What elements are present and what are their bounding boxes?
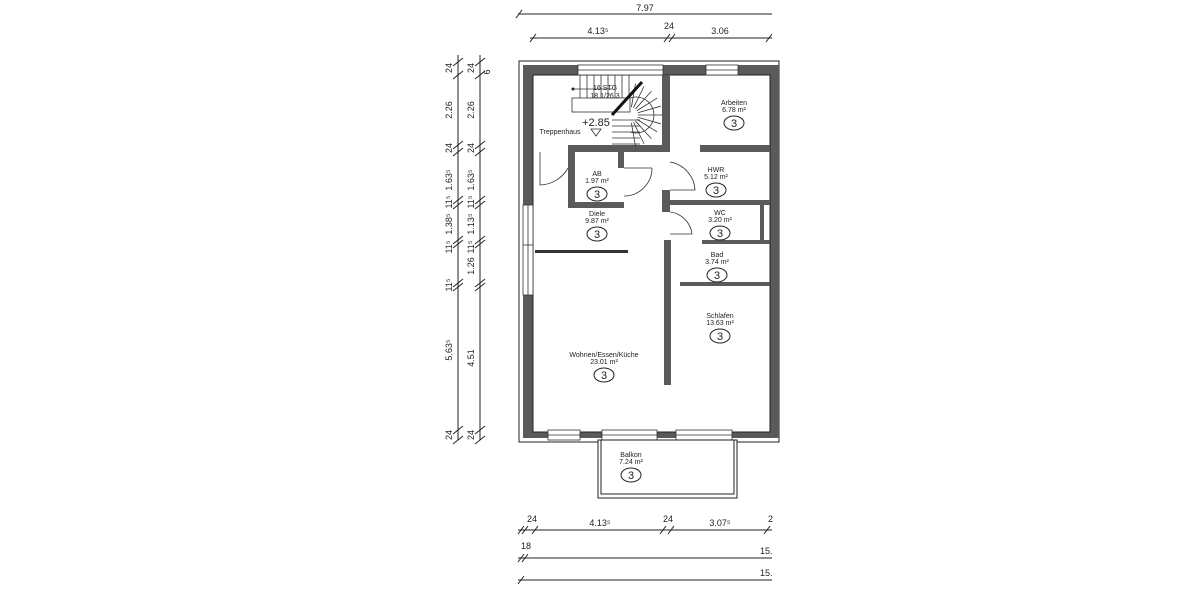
room-tag-oval bbox=[593, 367, 615, 383]
stair-steps: 16 STG bbox=[593, 85, 617, 92]
room-area: 7.24 m² bbox=[619, 459, 643, 466]
room-name: Bad bbox=[711, 252, 724, 259]
room-tag: 3 bbox=[601, 370, 607, 382]
room-tag-oval bbox=[705, 182, 727, 198]
room-area: 6.78 m² bbox=[722, 107, 746, 114]
dim-left-outer: 11⁵ bbox=[444, 195, 454, 208]
room-tag-oval bbox=[620, 467, 642, 483]
room-treppenhaus: Treppenhaus bbox=[540, 129, 581, 136]
bottom-dimensions: 24 4.13⁵ 24 3.07⁵ 2 18 15. 15. bbox=[517, 514, 773, 585]
dim-left-inner: 11⁵ bbox=[466, 195, 476, 208]
dim-left-outer: 24 bbox=[444, 430, 454, 440]
room-tag-oval bbox=[709, 328, 731, 344]
room-name: Diele bbox=[589, 211, 605, 218]
room-tag: 3 bbox=[713, 185, 719, 197]
dim-left-inner: 6 bbox=[482, 69, 492, 74]
dim-left-width: 4.13⁵ bbox=[587, 26, 609, 36]
room-tag: 3 bbox=[594, 229, 600, 241]
room-area: 3.74 m² bbox=[705, 259, 729, 266]
room-name: Wohnen/Essen/Küche bbox=[569, 352, 638, 359]
dim-bottom-offset: 18 bbox=[521, 541, 531, 551]
dim-bottom-total-1: 15. bbox=[760, 546, 773, 556]
room-name: Balkon bbox=[620, 452, 642, 459]
top-dimensions: 7.97 4.13⁵ 24 3.06 bbox=[515, 3, 773, 43]
dim-right-width: 3.06 bbox=[711, 26, 729, 36]
room-tag-oval bbox=[709, 225, 731, 241]
dim-left-outer: 24 bbox=[444, 143, 454, 153]
dim-bottom-wall-right: 2 bbox=[768, 514, 773, 524]
room-tag: 3 bbox=[714, 270, 720, 282]
dim-bottom-wall-mid: 24 bbox=[663, 514, 673, 524]
room-tag-oval bbox=[723, 115, 745, 131]
dim-left-inner: 1.63⁵ bbox=[466, 169, 476, 191]
room-area: 5.12 m² bbox=[704, 174, 728, 181]
room-name: HWR bbox=[708, 167, 725, 174]
room-ab: AB1.97 m² 3 bbox=[585, 171, 610, 202]
dim-left-outer: 11⁵ bbox=[444, 240, 454, 253]
room-name: Treppenhaus bbox=[540, 129, 581, 136]
dim-bottom-wall-left: 24 bbox=[527, 514, 537, 524]
dim-total-width: 7.97 bbox=[636, 3, 654, 13]
room-name: Schlafen bbox=[706, 313, 733, 320]
dim-left-inner: 1.26 bbox=[466, 257, 476, 275]
staircase: 16 STG 18.1/26.3 +2.85 bbox=[571, 75, 662, 147]
room-tag: 3 bbox=[731, 118, 737, 130]
room-area: 1.97 m² bbox=[585, 178, 609, 185]
dim-left-outer: 1.38⁵ bbox=[444, 213, 454, 235]
dim-wall: 24 bbox=[664, 21, 674, 31]
dim-left-outer: 2.26 bbox=[444, 101, 454, 119]
dim-left-outer: 11⁵ bbox=[444, 278, 454, 291]
dim-bottom-left: 4.13⁵ bbox=[589, 518, 611, 528]
level-marker-icon bbox=[590, 128, 602, 137]
room-area: 3.20 m² bbox=[708, 217, 732, 224]
left-dimensions: 24 2.26 24 1.63⁵ 11⁵ 1.38⁵ 11⁵ 11⁵ 5.63⁵ 24 24 6 2.2… bbox=[444, 55, 492, 445]
room-name: WC bbox=[714, 210, 726, 217]
room-name: Arbeiten bbox=[721, 100, 747, 107]
dim-left-inner: 4.51 bbox=[466, 349, 476, 367]
dim-bottom-right: 3.07⁵ bbox=[709, 518, 731, 528]
room-tag: 3 bbox=[717, 331, 723, 343]
floor-level: +2.85 bbox=[582, 117, 610, 129]
room-area: 13.63 m² bbox=[706, 320, 734, 327]
room-tag-oval bbox=[586, 226, 608, 242]
dim-left-inner: 24 bbox=[466, 430, 476, 440]
dim-left-outer: 5.63⁵ bbox=[444, 339, 454, 361]
room-tag: 3 bbox=[717, 228, 723, 240]
dim-left-inner: 11⁵ bbox=[466, 240, 476, 253]
room-tag-oval bbox=[706, 267, 728, 283]
dim-left-inner: 1.13⁵ bbox=[466, 213, 476, 235]
room-tag: 3 bbox=[594, 189, 600, 201]
room-tag: 3 bbox=[628, 470, 634, 482]
room-area: 23.01 m² bbox=[590, 359, 618, 366]
room-name: AB bbox=[592, 171, 602, 178]
dim-left-inner: 24 bbox=[466, 63, 476, 73]
dim-left-outer: 1.63⁵ bbox=[444, 169, 454, 191]
dim-left-outer: 24 bbox=[444, 63, 454, 73]
dim-left-inner: 24 bbox=[466, 143, 476, 153]
room-tag-oval bbox=[586, 186, 608, 202]
stair-ratio: 18.1/26.3 bbox=[590, 93, 619, 100]
dim-bottom-total-2: 15. bbox=[760, 568, 773, 578]
dim-left-inner: 2.26 bbox=[466, 101, 476, 119]
room-wc: WC3.20 m² 3 bbox=[708, 210, 733, 241]
room-area: 9.87 m² bbox=[585, 218, 609, 225]
